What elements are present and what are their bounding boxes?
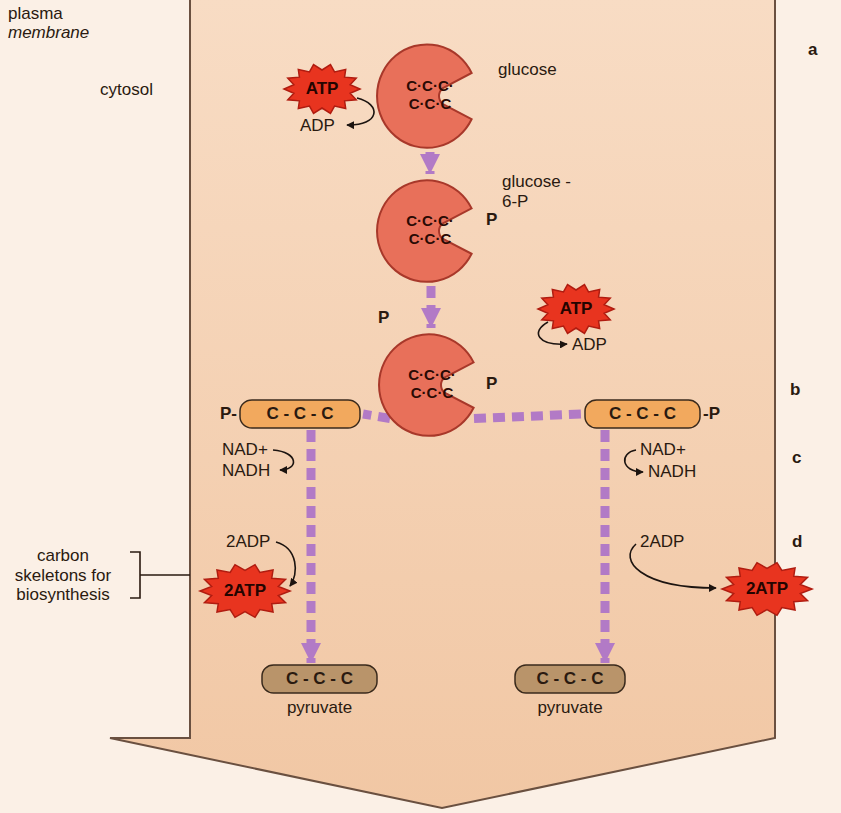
pathway-step-arrow [427, 286, 436, 328]
node-text: ATP [306, 79, 339, 99]
triose-box: C - C - C-P [585, 400, 700, 428]
molecule-label: 2ADP [640, 532, 684, 552]
node-text: C - C - C [266, 404, 333, 424]
node-caption: glucose [498, 60, 557, 80]
starburst [284, 65, 360, 114]
molecule-label: ADP [300, 116, 335, 136]
region-label: membrane [8, 23, 89, 43]
pathway-step-arrow [363, 414, 390, 419]
note-label: carbon skeletons for biosynthesis [4, 546, 122, 605]
pathway-step-arrow [601, 430, 610, 663]
step-letter: a [808, 40, 817, 60]
pathway-step-arrow [307, 430, 316, 663]
node-text: C - C - C [609, 404, 676, 424]
molecule-label: NADH [648, 462, 696, 482]
atp-starburst: ATP [284, 64, 360, 114]
region-label: cytosol [100, 80, 153, 100]
pyruvate-box: C - C - Cpyruvate [515, 665, 625, 693]
pyruvate-box: C - C - Cpyruvate [262, 665, 377, 693]
node-text: C - C - C [286, 669, 353, 689]
starburst [200, 565, 290, 618]
step-letter: d [792, 532, 802, 552]
glucose-molecule: C·C·C·C·C·Cglucose [378, 40, 482, 150]
node-text: C·C·C·C·C·C [405, 77, 455, 113]
pathway-step-arrow [474, 414, 582, 419]
fructose-bisphosphate-molecule: PC·C·C·C·C·CP [380, 330, 484, 438]
molecule-label: NAD+ [222, 440, 268, 460]
molecule-label: NADH [222, 461, 270, 481]
atp-starburst: 2ATP [200, 564, 290, 618]
node-text: ATP [560, 299, 593, 319]
sugar-ring [377, 180, 472, 282]
triose-box: P-C - C - C [240, 400, 360, 428]
pathway-step-arrow [426, 152, 435, 174]
starburst [722, 563, 812, 616]
nad-arrow [273, 450, 293, 470]
node-caption: P- [220, 404, 237, 424]
node-caption: pyruvate [287, 698, 352, 718]
node-text: 2ATP [224, 581, 266, 601]
node-text: 2ATP [746, 579, 788, 599]
node-caption: -P [703, 404, 720, 424]
starburst [538, 285, 614, 334]
node-caption: P [486, 374, 497, 394]
step-letter: c [792, 448, 801, 468]
carbon-chain-box [515, 665, 625, 693]
node-caption: P [486, 210, 497, 230]
carbon-chain-box [262, 665, 377, 693]
sugar-ring [377, 44, 472, 147]
node-caption: glucose - 6-P [502, 172, 584, 211]
atp-starburst: ATP [538, 284, 614, 334]
carbon-chain-box [585, 400, 700, 428]
node-text: C·C·C·C·C·C [407, 366, 457, 402]
atp-adp-arrow [347, 98, 374, 125]
node-text: C·C·C·C·C·C [405, 212, 455, 248]
pathway-arrow [110, 0, 775, 808]
step-letter: b [790, 380, 800, 400]
node-caption: P [378, 308, 389, 328]
bracket [130, 552, 190, 598]
molecule-label: NAD+ [640, 440, 686, 460]
carbon-chain-box [240, 400, 360, 428]
sugar-ring [379, 334, 474, 436]
node-caption: pyruvate [537, 698, 602, 718]
glucose-6-p-molecule: C·C·C·C·C·CPglucose - 6-P [378, 176, 482, 284]
region-label: plasma [8, 4, 63, 24]
molecule-label: 2ADP [226, 532, 270, 552]
molecule-label: ADP [572, 335, 607, 355]
atp-starburst: 2ATP [722, 562, 812, 616]
node-text: C - C - C [536, 669, 603, 689]
